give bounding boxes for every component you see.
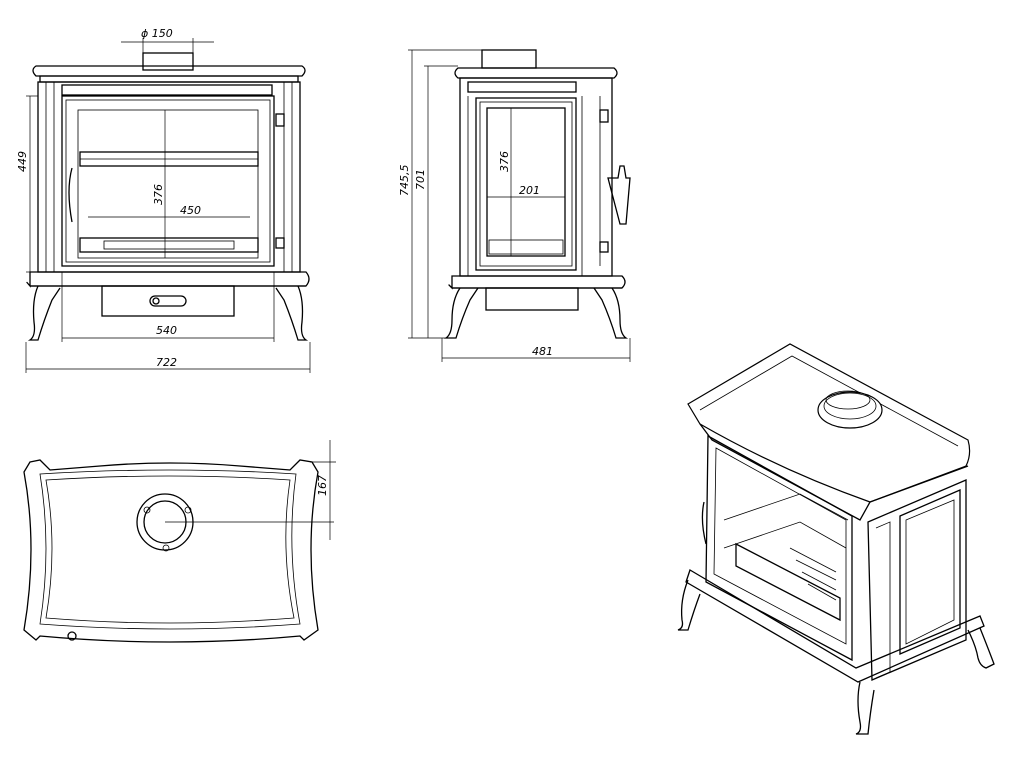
overall-height-label: 745,5: [398, 165, 411, 197]
inner-width-label: 450: [180, 204, 201, 217]
front-view: [26, 52, 310, 341]
overall-width-label: 722: [156, 356, 177, 369]
top-vent-slots: [61, 84, 273, 96]
flue-offset-label: 167: [316, 475, 329, 496]
top-view: [23, 459, 319, 643]
firebox-width-label: 540: [156, 324, 177, 337]
side-glass-width-label: 201: [519, 184, 540, 197]
overall-depth-label: 481: [532, 345, 553, 358]
flue-diameter-label: ϕ 150: [141, 27, 173, 40]
side-glass-height-label: 376: [498, 151, 511, 172]
side-view: [443, 49, 631, 339]
glass-height-label: 449: [16, 151, 29, 172]
side-dimensions: 745,5 701 376 201 481: [398, 49, 631, 362]
top-dimensions: 167: [165, 440, 336, 540]
inner-height-label: 376: [152, 184, 165, 205]
isometric-view: [677, 343, 995, 735]
flue-height-label: 701: [414, 169, 427, 190]
front-dimensions: ϕ 150 449 376 450 540 722: [16, 27, 311, 373]
